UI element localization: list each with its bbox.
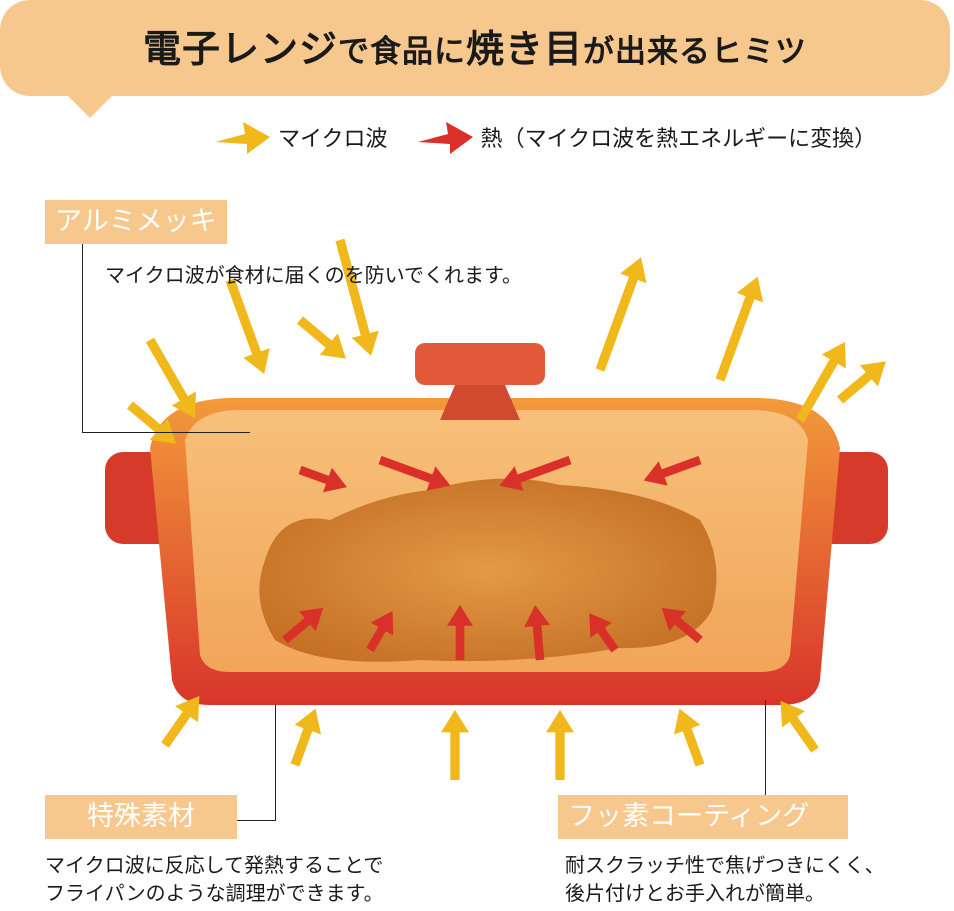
arrow-icon <box>673 708 705 767</box>
title-banner <box>0 0 950 96</box>
arrow-icon <box>715 276 764 382</box>
arrow-icon <box>145 337 196 418</box>
arrow-icon <box>127 401 176 444</box>
leader-line <box>82 432 250 433</box>
legend-microwave: マイクロ波 <box>215 120 388 154</box>
legend-heat-label: 熱（マイクロ波を熱エネルギーに変換） <box>480 127 877 152</box>
arrow-icon <box>297 316 346 359</box>
arrow-icon <box>441 710 469 780</box>
legend-microwave-label: マイクロ波 <box>278 127 388 152</box>
arrow-icon <box>780 700 819 753</box>
arrow-icon <box>524 605 550 661</box>
red-arrow-icon <box>417 122 473 154</box>
arrow-icon <box>499 455 572 491</box>
label-special-material: 特殊素材 <box>45 795 237 839</box>
arrow-icon <box>290 708 322 767</box>
arrow-icon <box>546 710 574 780</box>
heat-arrows <box>282 455 703 661</box>
microwave-arrows <box>127 238 886 780</box>
arrow-icon <box>661 607 703 644</box>
arrow-icon <box>795 342 846 423</box>
arrow-icon <box>447 605 473 660</box>
label-fluorine-coating: フッ素コーティング <box>558 795 848 839</box>
arrow-icon <box>161 695 200 748</box>
legend-heat: 熱（マイクロ波を熱エネルギーに変換） <box>417 120 877 154</box>
arrow-icon <box>225 278 270 374</box>
arrow-icon <box>643 455 702 486</box>
desc-fluorine-coating: 耐スクラッチ性で焦げつきにくく、後片付けとお手入れが簡単。 <box>565 853 885 905</box>
desc-special-material: マイクロ波に反応して発熱することでフライパンのような調理ができます。 <box>45 853 384 905</box>
page-title: 電子レンジで食品に焼き目が出来るヒミツ <box>142 27 808 71</box>
lid-knob-stem <box>440 385 520 420</box>
lid-knob <box>415 343 545 385</box>
desc-aluminum: マイクロ波が食材に届くのを防いでくれます。 <box>105 263 522 287</box>
arrow-icon <box>366 611 394 653</box>
arrow-icon <box>335 238 379 356</box>
label-aluminum: アルミメッキ <box>45 200 227 244</box>
banner-tail <box>62 90 118 118</box>
steak <box>259 478 717 662</box>
leader-line <box>237 820 275 821</box>
legend: マイクロ波 熱（マイクロ波を熱エネルギーに変換） <box>215 120 906 154</box>
leader-line <box>765 700 766 795</box>
leader-line <box>82 244 83 432</box>
arrow-icon <box>282 607 324 644</box>
leader-line <box>275 705 276 821</box>
yellow-arrow-icon <box>215 122 270 154</box>
arrow-icon <box>595 257 647 372</box>
arrow-icon <box>378 455 451 491</box>
arrow-icon <box>589 613 619 653</box>
arrow-icon <box>837 361 886 404</box>
arrow-icon <box>298 465 347 493</box>
